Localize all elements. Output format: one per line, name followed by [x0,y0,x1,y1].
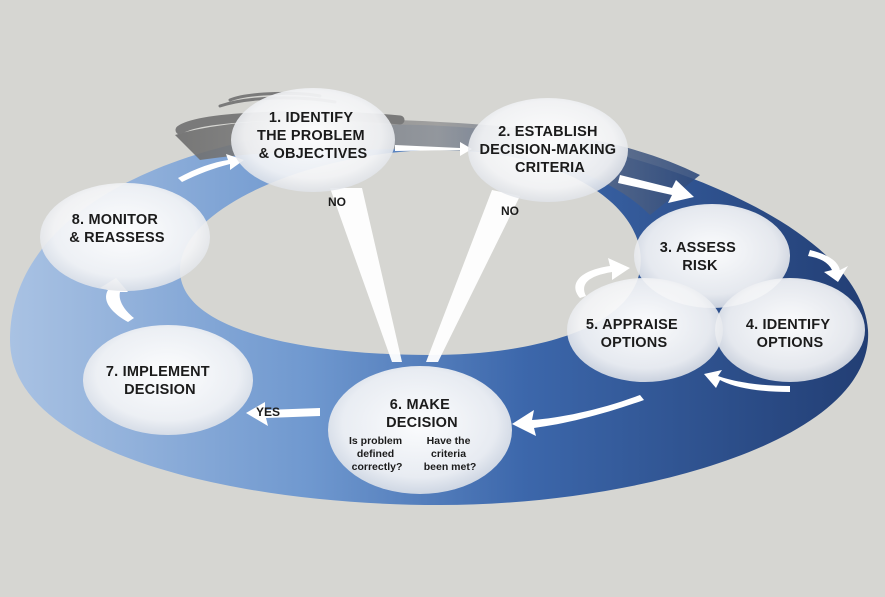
step-2-bubble [468,98,628,202]
arrow-s8-s1 [178,154,244,182]
step-4-bubble [715,278,865,382]
arrow-s4-s5 [704,370,790,392]
question-criteria-met: Have the criteria been met? [424,435,477,473]
branch-label-no-left: NO [328,195,346,209]
step-7-bubble [83,325,253,435]
step-4-label: 4. IDENTIFY OPTIONS [746,317,834,351]
arrow-s6-s7 [246,402,320,426]
step-1-label: 1. IDENTIFY THE PROBLEM & OBJECTIVES [257,110,369,162]
arrow-s2-s3 [618,175,694,203]
branch-label-yes: YES [256,405,280,419]
step-7-label: 7. IMPLEMENT DECISION [106,364,214,398]
arrow-s5-s3 [575,258,630,298]
step-6-bubble [328,366,512,494]
arrow-s3-s4 [808,250,848,282]
no-branch-arrow-right [426,190,520,362]
step-5-label: 5. APPRAISE OPTIONS [586,317,682,351]
no-branch-arrow-left [330,188,402,362]
step-3-label: 3. ASSESS RISK [660,240,740,274]
step-2-label: 2. ESTABLISH DECISION-MAKING CRITERIA [480,124,621,176]
arrow-s5-s6 [512,395,644,436]
step-8-label: 8. MONITOR & REASSESS [69,212,165,246]
step-8-bubble [40,183,210,291]
step-bubbles [40,88,865,494]
step-6-label: 6. MAKE DECISION [386,397,458,431]
arrow-s1-s2 [395,142,472,156]
question-problem-defined: Is problem defined correctly? [349,435,405,473]
branch-label-no-right: NO [501,204,519,218]
step-1-bubble [231,88,395,192]
step-5-bubble [567,278,723,382]
